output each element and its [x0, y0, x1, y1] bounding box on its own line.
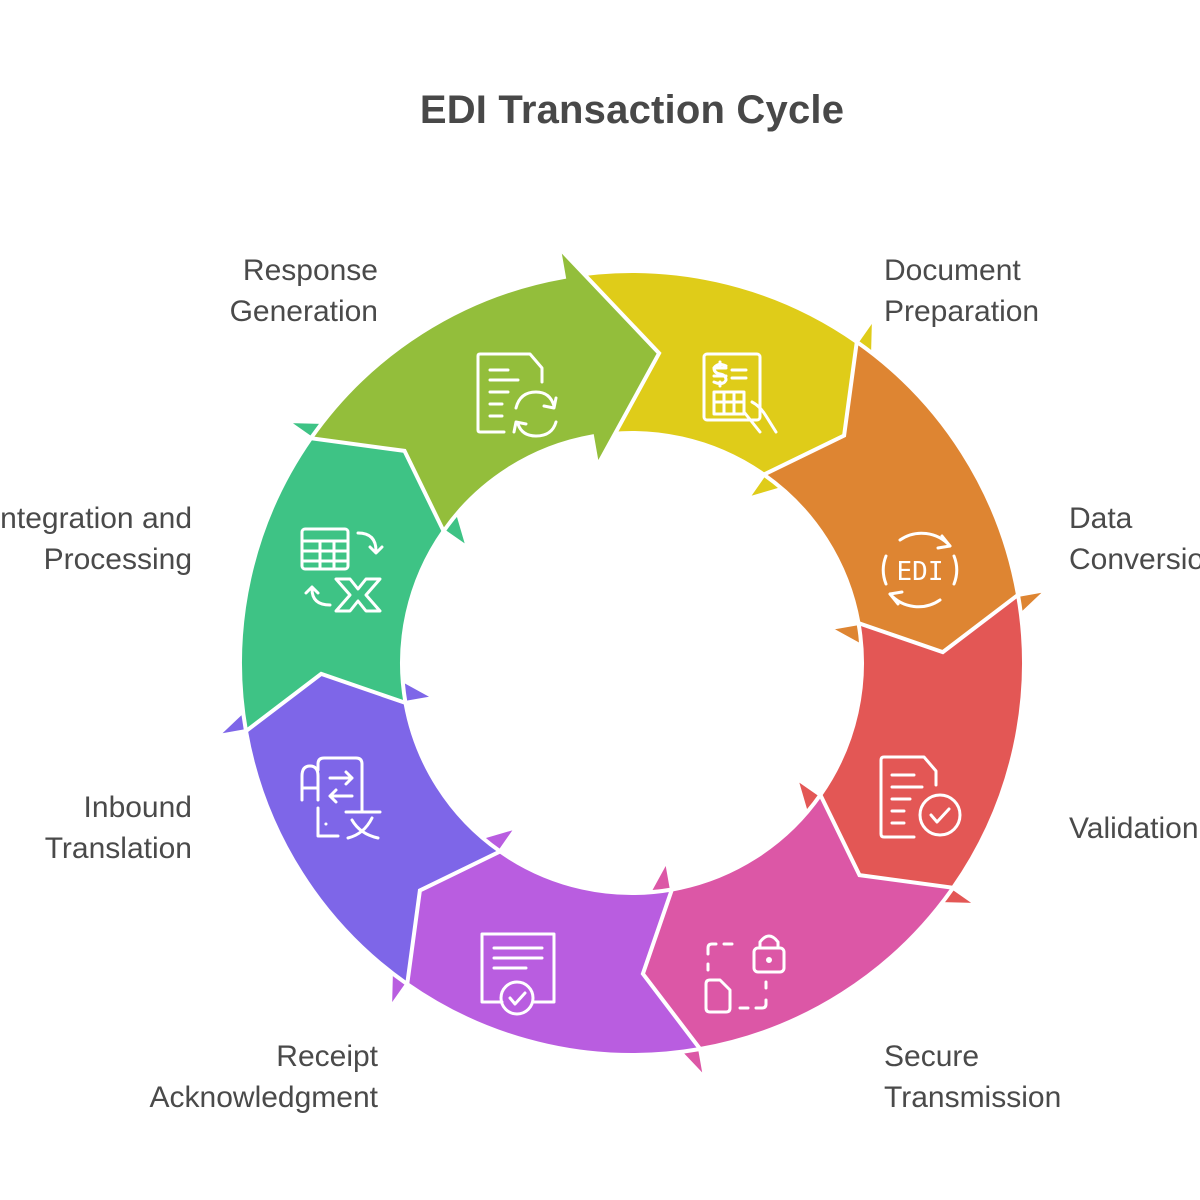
label-line: Document: [884, 254, 1021, 287]
edi-cycle-icon: EDI: [881, 531, 959, 609]
label-line: Secure: [884, 1040, 980, 1073]
label-line: Inbound: [83, 791, 192, 824]
document-refresh-icon: [476, 352, 558, 438]
label-line: Receipt: [276, 1040, 378, 1073]
label-line: Preparation: [884, 295, 1040, 328]
label-line: Transmission: [884, 1081, 1062, 1114]
label-data-conversion: Data Conversion: [1069, 498, 1200, 580]
cycle-arrow-secure-transmission: [602, 790, 957, 1085]
certificate-check-icon: [480, 932, 556, 1016]
label-line: Validation: [1069, 812, 1199, 845]
invoice-hand-icon: [702, 352, 778, 434]
label-validation: Validation: [1069, 808, 1199, 849]
label-integration-processing: Integration and Processing: [0, 498, 192, 580]
label-response-generation: Response Generation: [230, 250, 378, 332]
secure-file-transfer-icon: [704, 934, 786, 1014]
label-line: Integration and: [0, 502, 192, 535]
cycle-arrow-receipt-acknowledgment: [387, 823, 704, 1057]
spreadsheet-excel-icon: [300, 527, 384, 613]
label-line: Generation: [229, 295, 378, 328]
cycle-arrow-response-generation: [307, 241, 662, 536]
label-line: Processing: [43, 543, 192, 576]
label-secure-transmission: Secure Transmission: [884, 1036, 1061, 1118]
label-line: Acknowledgment: [149, 1081, 378, 1114]
cycle-arrow-inbound-translation: [210, 633, 505, 988]
label-inbound-translation: Inbound Translation: [45, 787, 192, 869]
cycle-arrow-data-conversion: [759, 338, 1054, 693]
label-line: Conversion: [1069, 543, 1200, 576]
cycle-arrow-integration-and-processing: [238, 418, 472, 735]
diagram-title: EDI Transaction Cycle: [419, 88, 845, 132]
translate-icon: [300, 756, 382, 840]
label-line: Data: [1069, 502, 1133, 535]
document-check-icon: [879, 755, 962, 839]
cycle-arrow-validation: [792, 591, 1026, 908]
label-line: Translation: [44, 832, 192, 865]
label-line: Response: [242, 254, 378, 287]
svg-text:EDI: EDI: [897, 557, 944, 587]
label-receipt-acknowledgment: Receipt Acknowledgment: [150, 1036, 378, 1118]
label-document-preparation: Document Preparation: [884, 250, 1039, 332]
